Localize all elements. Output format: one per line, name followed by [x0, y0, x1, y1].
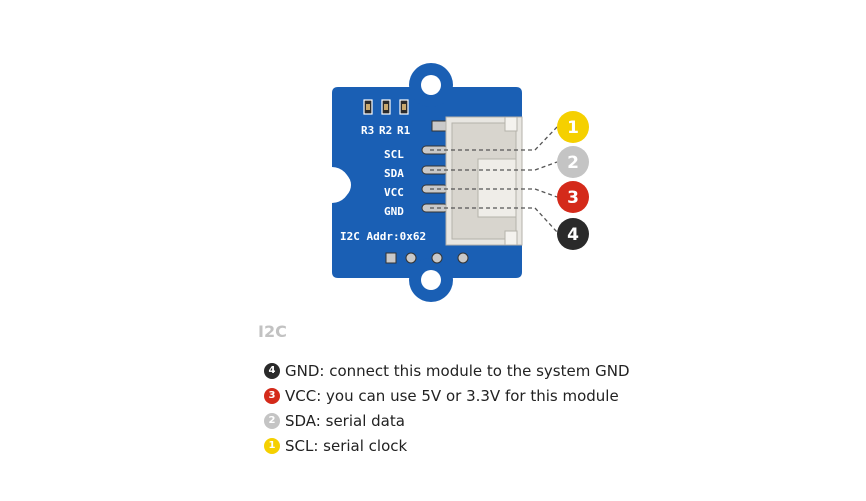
legend-item-sda: 2 SDA: serial data	[264, 408, 630, 433]
callout-3: 3	[557, 181, 589, 213]
legend-text-gnd: GND: connect this module to the system G…	[285, 361, 630, 380]
resistor-label-r1: R1	[397, 124, 411, 137]
callout-number-1: 1	[567, 118, 579, 138]
legend-badge-3: 3	[264, 387, 280, 404]
section-title: I2C	[258, 322, 287, 341]
header-holes	[385, 252, 469, 264]
pin-label-sda: SDA	[384, 167, 404, 180]
pin-legend: 4 GND: connect this module to the system…	[264, 358, 630, 458]
leader-line-scl	[430, 126, 558, 151]
leader-line-sda	[430, 161, 558, 171]
leader-lines	[430, 126, 558, 233]
mount-hole-bottom	[421, 270, 441, 290]
callout-1: 1	[557, 111, 589, 143]
callout-number-2: 2	[567, 153, 579, 173]
grove-connector	[445, 116, 523, 246]
grove-module-diagram: R3 R2 R1 SCL SDA VCC GND I2C Addr:0x62	[323, 63, 589, 302]
legend-badge-2: 2	[264, 412, 280, 429]
legend-badge-4: 4	[264, 362, 280, 379]
legend-badge-1: 1	[264, 437, 280, 454]
mount-notch-left	[323, 171, 351, 199]
legend-item-vcc: 3 VCC: you can use 5V or 3.3V for this m…	[264, 383, 630, 408]
address-label: I2C Addr:0x62	[340, 230, 426, 243]
callout-number-4: 4	[567, 225, 579, 245]
pin-label-gnd: GND	[384, 205, 404, 218]
resistor-label-r3: R3	[361, 124, 374, 137]
legend-item-gnd: 4 GND: connect this module to the system…	[264, 358, 630, 383]
callout-4: 4	[557, 218, 589, 250]
callout-2: 2	[557, 146, 589, 178]
pin-label-vcc: VCC	[384, 186, 404, 199]
leader-line-gnd	[430, 207, 558, 233]
resistors	[363, 99, 409, 115]
mount-hole-top	[421, 75, 441, 95]
legend-text-scl: SCL: serial clock	[285, 436, 408, 455]
resistor-label-r2: R2	[379, 124, 392, 137]
pin-label-scl: SCL	[384, 148, 404, 161]
legend-text-vcc: VCC: you can use 5V or 3.3V for this mod…	[285, 386, 619, 405]
legend-text-sda: SDA: serial data	[285, 411, 405, 430]
callout-number-3: 3	[567, 188, 579, 208]
leader-line-vcc	[430, 188, 558, 198]
legend-item-scl: 1 SCL: serial clock	[264, 433, 630, 458]
